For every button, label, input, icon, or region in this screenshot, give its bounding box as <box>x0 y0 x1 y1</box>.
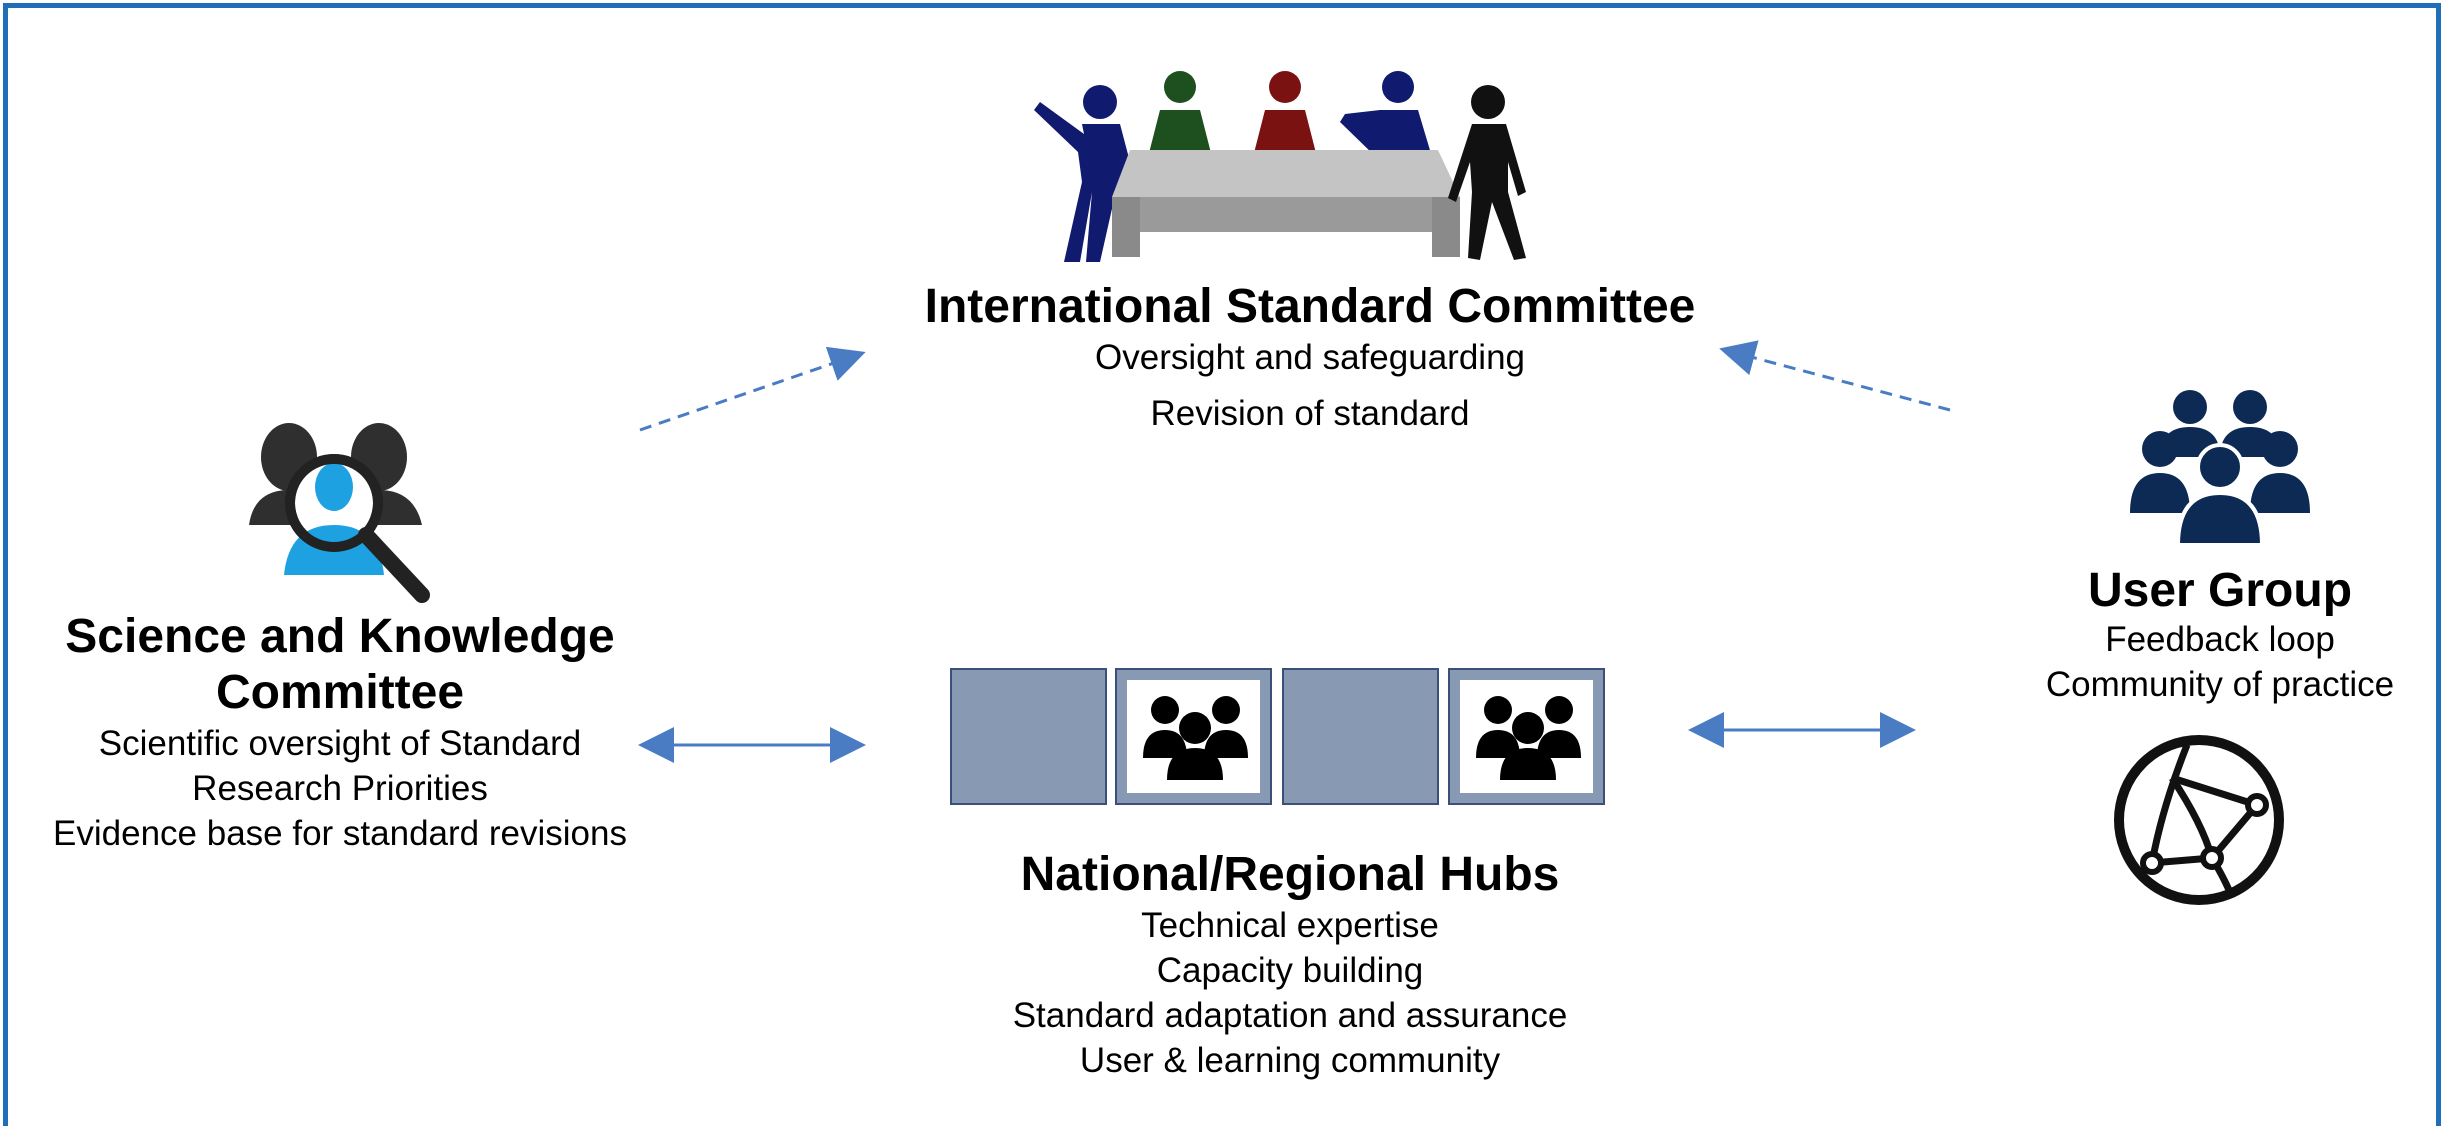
hubs-line-4: User & learning community <box>1079 1041 1501 1080</box>
international-committee-line-1: Oversight and safeguarding <box>1095 338 1525 377</box>
science-committee-line-1: Scientific oversight of Standard <box>98 724 582 763</box>
diagram-frame <box>3 3 2441 1126</box>
hubs-line-1: Technical expertise <box>1141 906 1439 945</box>
hubs-title: National/Regional Hubs <box>1020 848 1560 901</box>
science-committee-title-2: Committee <box>215 666 465 719</box>
science-committee-line-3: Evidence base for standard revisions <box>53 814 627 853</box>
meeting-table-icon <box>1034 71 1526 262</box>
group-icon <box>1143 696 1248 780</box>
group-icon <box>1476 696 1581 780</box>
user-group-title: User Group <box>2087 564 2353 617</box>
user-group-icon <box>2130 390 2310 547</box>
network-globe-icon <box>2114 735 2284 905</box>
hubs-line-2: Capacity building <box>1156 951 1424 990</box>
science-committee-line-2: Research Priorities <box>192 769 488 808</box>
hub-box-1 <box>950 668 1107 805</box>
science-committee-title-1: Science and Knowledge <box>65 610 615 663</box>
international-committee-line-2: Revision of standard <box>1150 394 1470 433</box>
user-group-line-1: Feedback loop <box>2105 620 2335 659</box>
hub-box-2 <box>1115 668 1272 805</box>
international-committee-title: International Standard Committee <box>924 280 1696 333</box>
people-magnifier-icon <box>249 423 430 603</box>
hub-box-4 <box>1448 668 1605 805</box>
user-group-line-2: Community of practice <box>2045 665 2395 704</box>
hubs-line-3: Standard adaptation and assurance <box>1012 996 1568 1035</box>
hub-box-3 <box>1282 668 1439 805</box>
